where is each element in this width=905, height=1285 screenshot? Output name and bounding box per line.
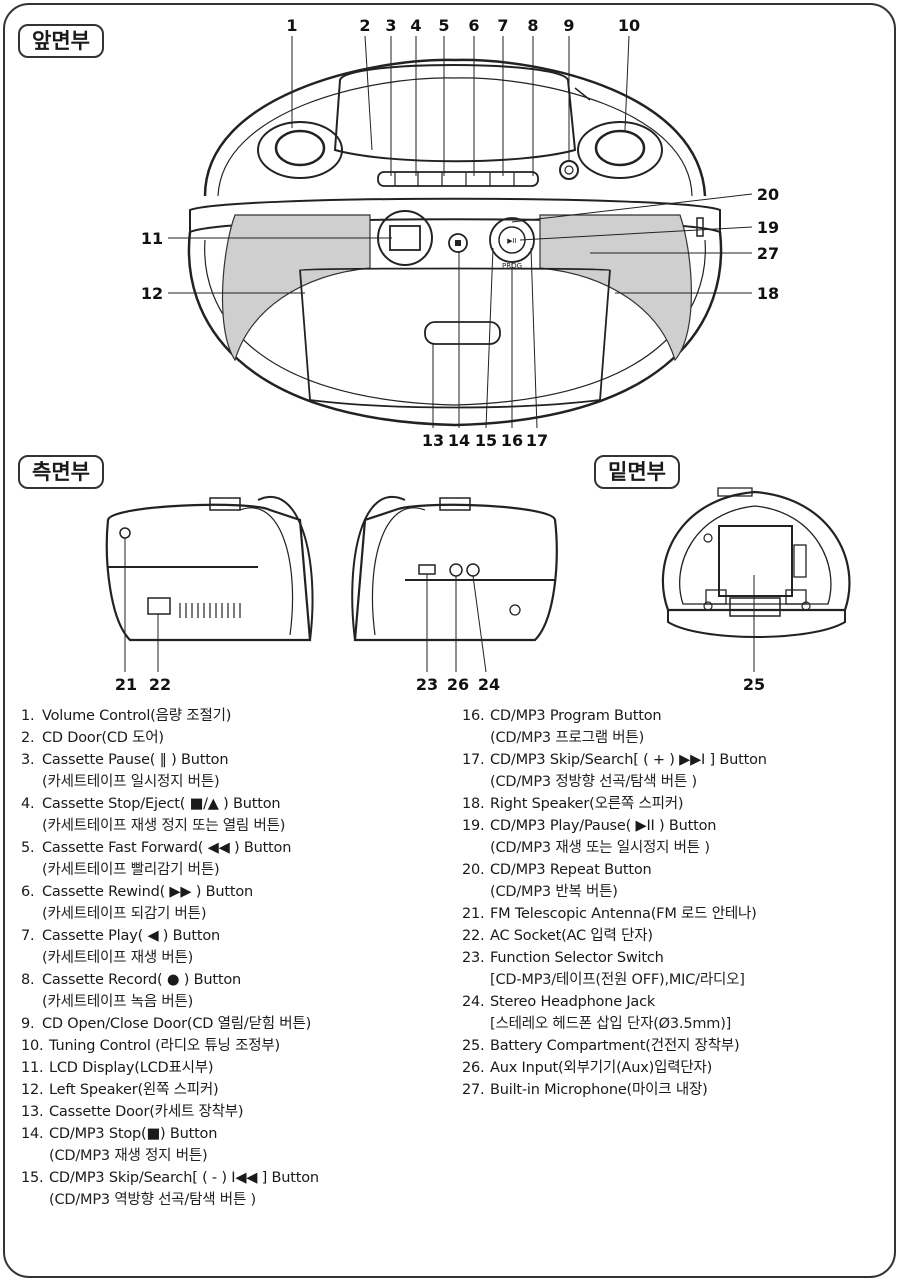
page-frame: [3, 3, 896, 1278]
legend-item-12: 12.Left Speaker(왼쪽 스피커): [21, 1082, 219, 1098]
legend-item-6-ko: (카세트테이프 되감기 버튼): [42, 906, 207, 922]
legend-item-9: 9.CD Open/Close Door(CD 열림/닫힘 버튼): [21, 1016, 312, 1032]
legend-item-17-ko: (CD/MP3 정방향 선곡/탐색 버튼 ): [490, 774, 697, 790]
legend-item-24-ko: [스테레오 헤드폰 삽입 단자(Ø3.5mm)]: [490, 1016, 732, 1032]
callout-3: 3: [385, 16, 396, 35]
callout-27: 27: [757, 244, 779, 263]
side-view-right: [351, 496, 558, 642]
callout-7: 7: [497, 16, 508, 35]
callout-1: 1: [286, 16, 297, 35]
legend-item-16: 16.CD/MP3 Program Button: [462, 708, 662, 724]
legend-item-2: 2.CD Door(CD 도어): [21, 730, 164, 746]
callout-9: 9: [563, 16, 574, 35]
legend-item-20-ko: (CD/MP3 반복 버튼): [490, 884, 618, 900]
front-view: [187, 58, 723, 427]
legend-item-6: 6.Cassette Rewind( ▶▶ ) Button: [21, 884, 253, 900]
legend-item-23-ko: [CD-MP3/테이프(전원 OFF),MIC/라디오]: [490, 972, 745, 988]
legend-item-24: 24.Stereo Headphone Jack: [462, 994, 656, 1010]
legend-item-23: 23.Function Selector Switch: [462, 950, 664, 966]
callout-11: 11: [141, 229, 163, 248]
side-left-callouts: 21 22: [115, 675, 171, 694]
legend-item-4-ko: (카세트테이프 재생 정지 또는 열림 버튼): [42, 818, 286, 834]
callout-12: 12: [141, 284, 163, 303]
legend-right-column: 16.CD/MP3 Program Button (CD/MP3 프로그램 버튼…: [462, 705, 887, 1101]
legend-left-column: 1.Volume Control(음량 조절기) 2.CD Door(CD 도어…: [21, 705, 451, 1211]
callout-24: 24: [478, 675, 500, 694]
legend-item-19-ko: (CD/MP3 재생 또는 일시정지 버튼 ): [490, 840, 710, 856]
legend-item-10: 10.Tuning Control (라디오 튜닝 조정부): [21, 1038, 280, 1054]
legend-item-15: 15.CD/MP3 Skip/Search[ ( - ) I◀◀ ] Butto…: [21, 1170, 319, 1186]
play-pause-label: ▶II: [507, 237, 517, 245]
legend-item-13: 13.Cassette Door(카세트 장착부): [21, 1104, 244, 1120]
section-tag-front: 앞면부: [18, 24, 104, 58]
callout-6: 6: [468, 16, 479, 35]
legend-item-11: 11.LCD Display(LCD표시부): [21, 1060, 214, 1076]
callout-23: 23: [416, 675, 438, 694]
section-tag-side: 측면부: [18, 455, 104, 489]
legend-item-4: 4.Cassette Stop/Eject( ■/▲ ) Button: [21, 796, 281, 812]
legend-item-8: 8.Cassette Record( ● ) Button: [21, 972, 242, 988]
legend-item-14: 14.CD/MP3 Stop(■) Button: [21, 1126, 218, 1142]
side-view-left: [105, 496, 314, 642]
legend-item-14-ko: (CD/MP3 재생 정지 버튼): [49, 1148, 208, 1164]
legend-item-21: 21.FM Telescopic Antenna(FM 로드 안테나): [462, 906, 757, 922]
callout-4: 4: [410, 16, 421, 35]
callout-2: 2: [359, 16, 370, 35]
callout-17: 17: [526, 431, 548, 450]
callout-16: 16: [501, 431, 523, 450]
legend-item-22: 22.AC Socket(AC 입력 단자): [462, 928, 653, 944]
legend-item-18: 18.Right Speaker(오른쪽 스피커): [462, 796, 684, 812]
legend-item-19: 19.CD/MP3 Play/Pause( ▶II ) Button: [462, 818, 717, 834]
legend-item-15-ko: (CD/MP3 역방향 선곡/탐색 버튼 ): [49, 1192, 256, 1208]
legend-item-27: 27.Built-in Microphone(마이크 내장): [462, 1082, 708, 1098]
bottom-view: [661, 487, 851, 638]
callout-5: 5: [438, 16, 449, 35]
callout-8: 8: [527, 16, 538, 35]
side-right-callouts: 23 26 24: [416, 675, 500, 694]
legend-item-20: 20.CD/MP3 Repeat Button: [462, 862, 652, 878]
side-right-leaders: [426, 574, 487, 673]
legend-item-17: 17.CD/MP3 Skip/Search[ ( + ) ▶▶I ] Butto…: [462, 752, 767, 768]
callout-14: 14: [448, 431, 470, 450]
callout-10: 10: [618, 16, 640, 35]
side-left-leaders: [124, 538, 159, 672]
legend-item-3: 3.Cassette Pause( ‖ ) Button: [21, 752, 229, 768]
legend-item-25: 25.Battery Compartment(건전지 장착부): [462, 1038, 740, 1054]
product-diagram: PROG ▶II 1 2 3 4 5 6 7 8 9 10 11: [105, 16, 851, 694]
callout-22: 22: [149, 675, 171, 694]
callout-19: 19: [757, 218, 779, 237]
section-tag-bottom: 밑면부: [594, 455, 680, 489]
legend-item-5: 5.Cassette Fast Forward( ◀◀ ) Button: [21, 840, 292, 856]
legend-item-16-ko: (CD/MP3 프로그램 버튼): [490, 730, 645, 746]
callout-15: 15: [475, 431, 497, 450]
legend-item-8-ko: (카세트테이프 녹음 버튼): [42, 994, 194, 1010]
callout-26: 26: [447, 675, 469, 694]
callout-18: 18: [757, 284, 779, 303]
legend-item-5-ko: (카세트테이프 빨리감기 버튼): [42, 862, 220, 878]
legend-item-26: 26.Aux Input(외부기기(Aux)입력단자): [462, 1060, 713, 1076]
callout-25: 25: [743, 675, 765, 694]
callout-20: 20: [757, 185, 779, 204]
front-leader-lines: [168, 35, 753, 429]
legend-item-7: 7.Cassette Play( ◀ ) Button: [21, 928, 221, 944]
callout-21: 21: [115, 675, 137, 694]
front-callout-numbers: 1 2 3 4 5 6 7 8 9 10 11 12 13 14 15 16 1…: [141, 16, 779, 450]
legend-item-3-ko: (카세트테이프 일시정지 버튼): [42, 774, 220, 790]
legend-item-1: 1.Volume Control(음량 조절기): [21, 708, 232, 724]
callout-13: 13: [422, 431, 444, 450]
legend-item-7-ko: (카세트테이프 재생 버튼): [42, 950, 194, 966]
